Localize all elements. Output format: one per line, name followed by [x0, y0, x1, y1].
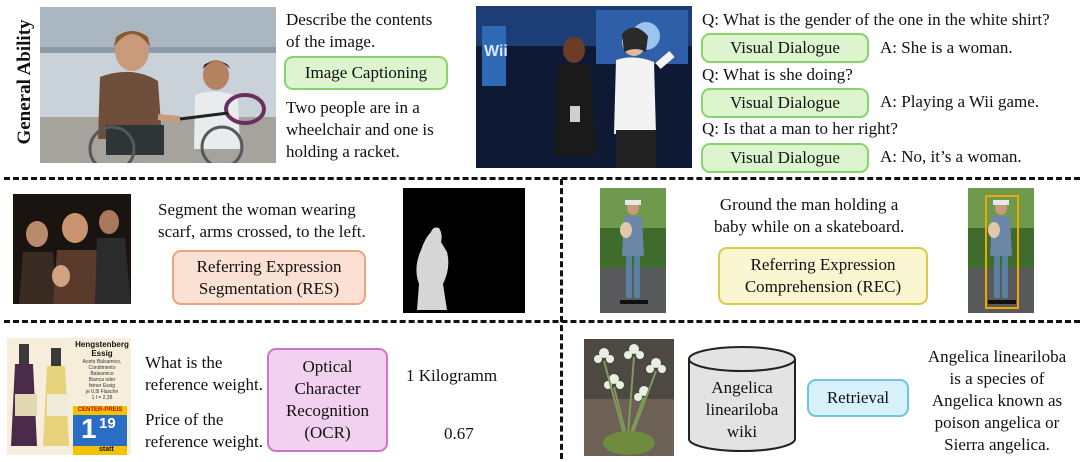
angelica-plant-photo [584, 339, 674, 456]
wiki-database-line: wiki [726, 422, 758, 441]
product-description-line: Aceto Balsamico, [82, 359, 122, 365]
captioning-answer-line: wheelchair and one is [286, 120, 434, 139]
res-prompt-line: Segment the woman wearing [158, 200, 356, 219]
wiki-database-line: Angelica [711, 378, 773, 397]
ocr-question-line: Price of the [145, 410, 224, 429]
image-captioning-tag: Image Captioning [284, 56, 448, 90]
product-name: Essig [91, 349, 113, 358]
retrieval-answer-line: Angelica known as [931, 391, 1063, 410]
ocr-tag: Optical Character Recognition (OCR) [267, 348, 388, 452]
ocr-answer-1: 1 Kilogramm [406, 366, 498, 385]
crowd-photo [13, 194, 131, 304]
ocr-question-2: Price of the reference weight. [145, 409, 263, 453]
product-price-stall: statt [99, 446, 114, 453]
retrieval-answer-line: is a species of [949, 369, 1045, 388]
ocr-question-line: reference weight. [145, 375, 263, 394]
ocr-question-line: reference weight. [145, 432, 263, 451]
dialogue-question-1: Q: What is the gender of the one in the … [702, 10, 1050, 29]
res-prompt-line: scarf, arms crossed, to the left. [158, 222, 366, 241]
visual-dialogue-tag-3: Visual Dialogue [701, 143, 869, 173]
res-tag-line: Referring Expression [196, 256, 342, 276]
product-description-line: Bianca oder [88, 377, 116, 383]
ocr-question-1: What is the reference weight. [145, 352, 263, 396]
vinegar-product-photo: Hengstenberg Essig Aceto Balsamico, Cond… [7, 338, 131, 455]
captioning-answer-line: Two people are in a [286, 98, 420, 117]
retrieval-answer: Angelica lineariloba is a species of Ang… [917, 346, 1077, 456]
rec-prompt: Ground the man holding a baby while on a… [714, 194, 904, 238]
captioning-answer: Two people are in a wheelchair and one i… [286, 97, 434, 163]
wiki-database-cylinder: Angelica lineariloba wiki [687, 345, 797, 453]
dialogue-answer-2: A: Playing a Wii game. [880, 92, 1040, 111]
product-price-banner: CENTER-PREIS [77, 407, 123, 413]
product-description-line: je 0,5l Flasche [85, 389, 119, 395]
product-description-line: Condimento [88, 365, 116, 371]
ocr-tag-line: Character [294, 379, 361, 398]
bounding-box [985, 195, 1019, 309]
dialogue-question-3: Q: Is that a man to her right? [702, 119, 898, 138]
res-tag: Referring Expression Segmentation (RES) [172, 250, 366, 305]
retrieval-answer-line: Angelica lineariloba [927, 347, 1067, 366]
divider-vertical [560, 179, 563, 459]
skateboard-photo [600, 188, 666, 313]
ocr-answer-2: 0.67 [444, 424, 474, 443]
wheelchair-tennis-photo [40, 7, 276, 163]
ocr-question-line: What is the [145, 353, 223, 372]
product-price-cents: 19 [99, 415, 116, 432]
visual-dialogue-tag-1: Visual Dialogue [701, 33, 869, 63]
retrieval-answer-line: poison angelica or [934, 413, 1060, 432]
product-description-line: 1 l = 2,38 [91, 395, 113, 401]
grounded-photo [968, 188, 1034, 313]
captioning-prompt-line: Describe the contents [286, 10, 433, 29]
wiki-database-label: Angelica lineariloba wiki [687, 377, 797, 443]
res-tag-line: Segmentation (RES) [198, 278, 340, 298]
rec-tag: Referring Expression Comprehension (REC) [718, 247, 928, 305]
product-description-line: Balsamico [90, 371, 114, 377]
ocr-tag-line: Optical [302, 357, 353, 376]
rec-prompt-line: baby while on a skateboard. [714, 217, 905, 236]
product-price-main: 1 [81, 413, 97, 444]
dialogue-question-2: Q: What is she doing? [702, 65, 853, 84]
wiki-database-line: lineariloba [705, 400, 779, 419]
res-prompt: Segment the woman wearing scarf, arms cr… [158, 199, 366, 243]
divider-bottom [4, 320, 1080, 323]
wii-game-photo: Wii [476, 6, 692, 168]
captioning-answer-line: holding a racket. [286, 142, 400, 161]
captioning-prompt-line: of the image. [286, 32, 376, 51]
product-description: Aceto Balsamico, Condimento Balsamico Bi… [73, 359, 131, 401]
rec-prompt-line: Ground the man holding a [719, 195, 899, 214]
ocr-tag-line: (OCR) [304, 423, 351, 442]
ocr-tag-line: Recognition [285, 401, 370, 420]
rec-tag-line: Comprehension (REC) [744, 277, 902, 296]
rec-tag-line: Referring Expression [750, 255, 896, 274]
visual-dialogue-tag-2: Visual Dialogue [701, 88, 869, 118]
segmentation-mask [403, 188, 525, 313]
svg-text:Wii: Wii [484, 43, 508, 60]
product-description-line: feiner Essig [88, 383, 116, 389]
captioning-prompt: Describe the contents of the image. [286, 9, 432, 53]
dialogue-answer-3: A: No, it’s a woman. [880, 147, 1022, 166]
divider-top [4, 177, 1080, 180]
dialogue-answer-1: A: She is a woman. [880, 38, 1013, 57]
retrieval-answer-line: Sierra angelica. [944, 435, 1050, 454]
product-brand: Hengstenberg [75, 340, 129, 349]
retrieval-tag: Retrieval [807, 379, 909, 417]
section-label: General Ability [14, 19, 35, 145]
